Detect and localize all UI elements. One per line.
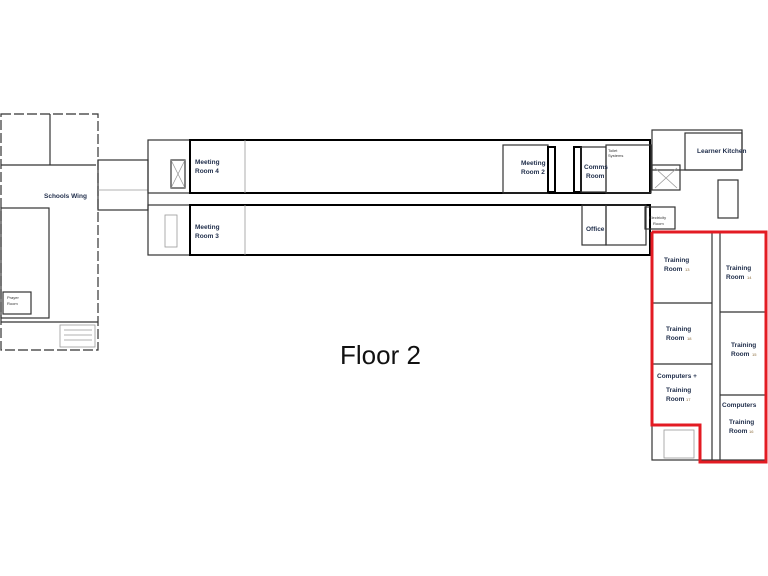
label-learner-kitchen: Learner Kitchen [697, 148, 747, 155]
svg-text:Training: Training [664, 257, 689, 264]
training-room-16: Computers Training Room 16 [722, 402, 757, 435]
svg-text:Training: Training [666, 326, 691, 333]
svg-text:Computers: Computers [722, 402, 757, 409]
svg-text:Room: Room [726, 274, 745, 281]
schools-wing-block [0, 113, 99, 351]
label-electricity-2: Room [653, 221, 664, 226]
training-room-13: Training Room 13 [664, 257, 690, 273]
svg-text:Training: Training [666, 387, 691, 394]
label-meeting-room-4-2: Room 4 [195, 168, 219, 175]
label-prayer-room-2: Room [7, 301, 18, 306]
svg-text:Room: Room [666, 335, 685, 342]
label-prayer-room-1: Prayer [7, 295, 19, 300]
svg-text:Room: Room [731, 351, 750, 358]
label-comms-room-1: Comms [584, 164, 608, 171]
svg-text:16: 16 [749, 429, 754, 434]
svg-text:Training: Training [731, 342, 756, 349]
label-meeting-room-2-2: Room 2 [521, 169, 545, 176]
label-meeting-room-3-2: Room 3 [195, 233, 219, 240]
training-room-15: Training Room 15 [731, 342, 757, 358]
label-meeting-room-2-1: Meeting [521, 160, 546, 167]
highlight-outline [650, 230, 768, 464]
svg-text:13: 13 [685, 267, 690, 272]
floor-title: Floor 2 [340, 340, 421, 370]
label-comms-room-2: Room [586, 173, 605, 180]
label-schools-wing: Schools Wing [44, 193, 87, 200]
label-electricity-1: Electricity [649, 215, 666, 220]
label-meeting-room-3-1: Meeting [195, 224, 220, 231]
svg-text:Room: Room [664, 266, 683, 273]
svg-text:18: 18 [687, 336, 692, 341]
label-toilet-1: Toilet [608, 148, 618, 153]
svg-text:17: 17 [686, 397, 691, 402]
svg-text:15: 15 [752, 352, 757, 357]
label-meeting-room-4-1: Meeting [195, 159, 220, 166]
training-room-17: Computers + Training Room 17 [657, 373, 697, 403]
svg-text:Computers +: Computers + [657, 373, 697, 380]
svg-text:14: 14 [747, 275, 752, 280]
training-room-18: Training Room 18 [666, 326, 692, 342]
svg-text:Training: Training [726, 265, 751, 272]
label-office: Office [586, 226, 605, 233]
svg-text:Room: Room [729, 428, 748, 435]
svg-text:Room: Room [666, 396, 685, 403]
svg-text:Training: Training [729, 419, 754, 426]
training-room-14: Training Room 14 [726, 265, 752, 281]
label-toilet-2: Systems [608, 153, 623, 158]
